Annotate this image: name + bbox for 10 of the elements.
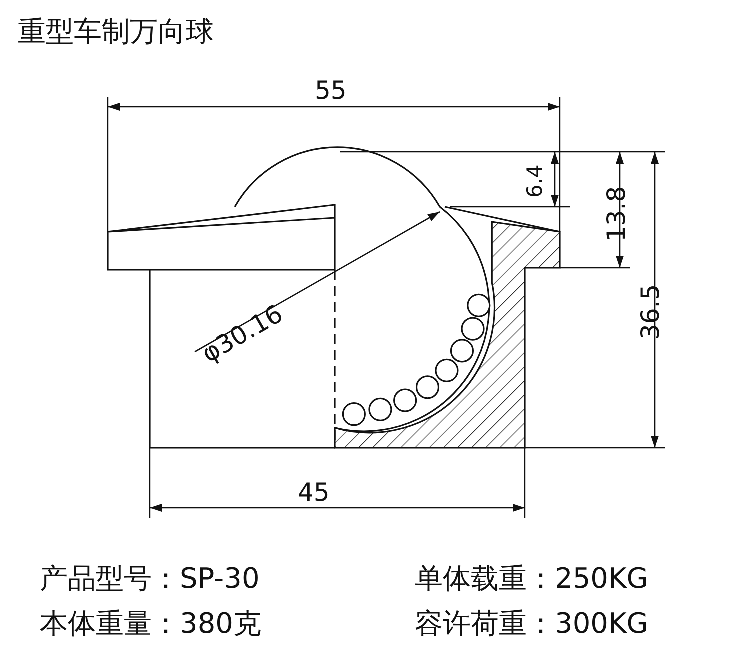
title: 重型车制万向球: [18, 18, 214, 46]
spec-text: 产品型号：SP-30: [40, 565, 260, 593]
dimension-label: 13.8: [604, 186, 629, 242]
dimension-label: 6.4: [525, 164, 546, 198]
spec-text: 单体载重：250KG: [415, 565, 649, 593]
dimension-label: 45: [298, 480, 330, 505]
spec-text: 本体重量：380克: [40, 610, 262, 638]
spec-text: 容许荷重：300KG: [415, 610, 649, 638]
dimension-label: 55: [315, 78, 347, 103]
dimension-label: 36.5: [638, 284, 663, 340]
